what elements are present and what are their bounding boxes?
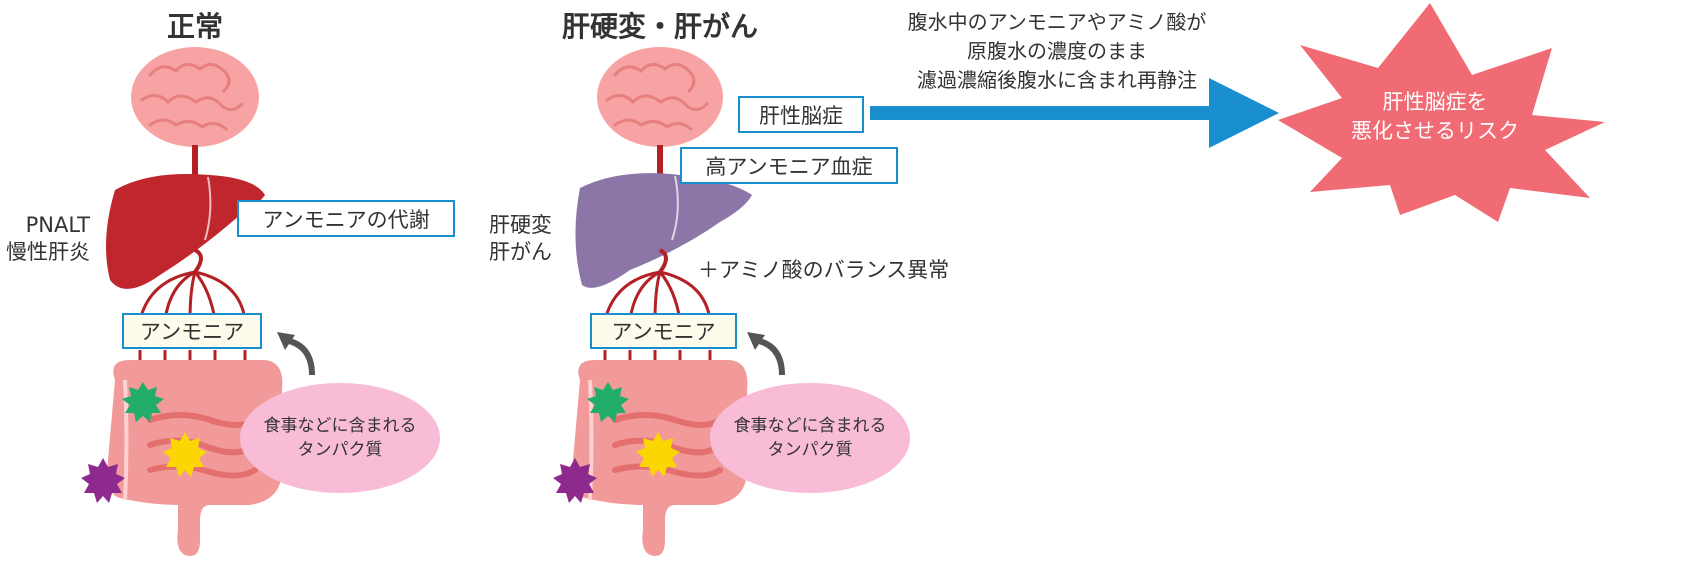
disease-yellow-spot-icon (636, 432, 680, 477)
normal-condition-line1: PNALT (25, 213, 90, 237)
normal-ammonia-box: アンモニア (122, 313, 262, 349)
disease-purple-spot-icon (553, 458, 597, 503)
disease-condition-label: 肝硬変 肝がん (478, 212, 563, 266)
flow-explanation: 腹水中のアンモニアやアミノ酸が 原腹水の濃度のまま 濾過濃縮後腹水に含まれ再静注 (862, 8, 1252, 95)
disease-green-spot-icon (587, 382, 629, 422)
normal-green-spot-icon (122, 382, 164, 422)
flow-line3: 濾過濃縮後腹水に含まれ再静注 (917, 68, 1197, 92)
normal-protein-line2: タンパク質 (297, 440, 383, 460)
normal-liver-icon (106, 174, 265, 289)
disease-protein-line1: 食事などに含まれる (733, 416, 887, 436)
flow-line1: 腹水中のアンモニアやアミノ酸が (907, 10, 1207, 34)
normal-protein-line1: 食事などに含まれる (263, 416, 417, 436)
disease-uptake-arrowhead-icon (747, 332, 765, 350)
disease-brain-icon (597, 47, 723, 147)
normal-purple-spot-icon (81, 458, 125, 503)
risk-line1: 肝性脳症を (1382, 90, 1488, 114)
disease-condition-line1: 肝硬変 (489, 213, 552, 237)
disease-heading: 肝硬変・肝がん (561, 10, 758, 43)
normal-protein-bubble (240, 383, 440, 493)
normal-protein-text: 食事などに含まれる タンパク質 (240, 414, 440, 462)
disease-condition-line2: 肝がん (489, 240, 552, 264)
normal-condition-label: PNALT 慢性肝炎 (5, 212, 90, 266)
normal-heading: 正常 (166, 10, 223, 43)
risk-burst-icon (1278, 3, 1605, 222)
risk-line2: 悪化させるリスク (1351, 119, 1519, 143)
risk-text: 肝性脳症を 悪化させるリスク (1340, 88, 1530, 146)
normal-uptake-arrowhead-icon (277, 332, 295, 350)
disease-protein-line2: タンパク質 (767, 440, 853, 460)
normal-brain-icon (131, 47, 259, 147)
disease-ammonia-box: アンモニア (590, 313, 737, 349)
normal-yellow-spot-icon (163, 432, 207, 477)
normal-condition-line2: 慢性肝炎 (6, 240, 90, 264)
disease-hyperammonemia-box: 高アンモニア血症 (680, 147, 898, 184)
disease-encephalopathy-box: 肝性脳症 (738, 96, 864, 133)
normal-portal-vein (193, 248, 203, 274)
disease-protein-text: 食事などに含まれる タンパク質 (710, 414, 910, 462)
disease-portal-vein (658, 248, 668, 274)
normal-metabolism-box: アンモニアの代謝 (237, 200, 455, 237)
flow-line2: 原腹水の濃度のまま (967, 39, 1147, 63)
disease-liver-icon (575, 173, 752, 288)
disease-protein-bubble (710, 383, 910, 493)
disease-uptake-arrow-icon (754, 337, 785, 376)
normal-uptake-arrow-icon (284, 337, 315, 376)
disease-amino-imbalance-text: ＋アミノ酸のバランス異常 (698, 258, 950, 282)
